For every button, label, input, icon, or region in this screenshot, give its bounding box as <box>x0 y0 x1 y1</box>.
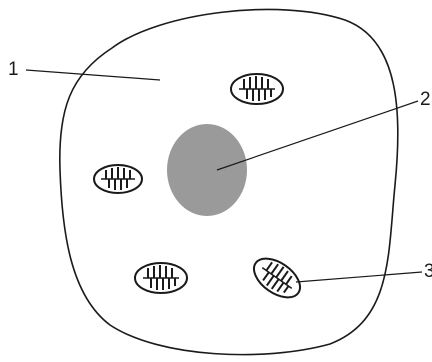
label-1: 1 <box>8 60 19 79</box>
mitochondrion-labeled <box>247 251 307 305</box>
mitochondrion-bottom <box>135 263 187 293</box>
label-3: 3 <box>424 262 432 281</box>
nucleus <box>167 124 247 216</box>
leader-line-1 <box>26 70 160 80</box>
mitochondrion-top <box>231 74 283 104</box>
mitochondrion-left <box>94 165 142 193</box>
leader-line-3 <box>296 272 422 282</box>
leader-line-2 <box>217 101 418 170</box>
label-2: 2 <box>420 90 431 109</box>
